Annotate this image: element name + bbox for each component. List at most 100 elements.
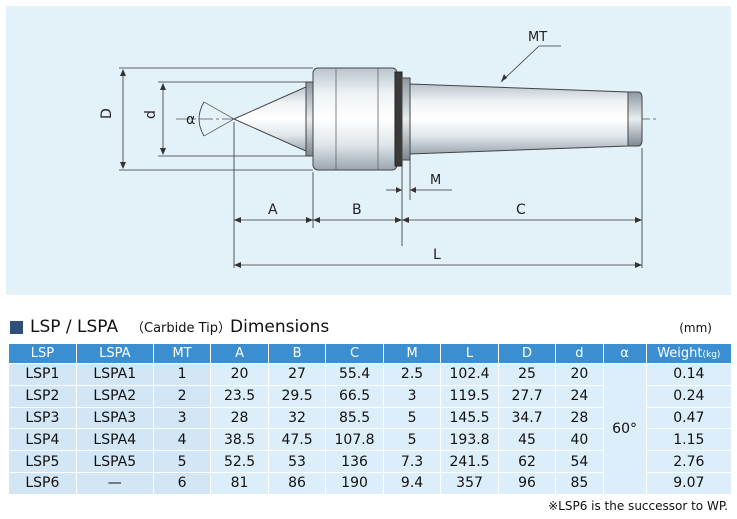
label-d-outer: D [99, 108, 115, 119]
cell-m: 2.5 [382, 363, 442, 386]
cell-lspa: — [75, 471, 154, 495]
shank-end [627, 91, 643, 147]
cell-d-outer: 34.7 [497, 406, 557, 430]
header-lsp: LSP [8, 343, 77, 364]
footnote: ※LSP6 is the successor to WP. [548, 499, 728, 513]
section-header: LSP / LSPA （Carbide Tip） Dimensions (mm) [8, 317, 730, 339]
cell-lsp: LSP1 [8, 363, 77, 386]
cell-c: 55.4 [325, 363, 384, 386]
header-a: A [210, 343, 269, 364]
cell-d-inner: 85 [555, 471, 604, 495]
header-lspa: LSPA [75, 343, 154, 364]
cell-a: 52.5 [210, 450, 269, 473]
cell-d-outer: 45 [497, 428, 557, 452]
header-weight: Weight(kg) [645, 343, 733, 364]
header-c: C [325, 343, 384, 364]
cell-c: 66.5 [325, 384, 384, 408]
cell-d-inner: 54 [555, 450, 604, 473]
header-weight-unit: (kg) [702, 350, 721, 360]
cell-lspa: LSPA4 [75, 428, 154, 452]
cell-m: 5 [382, 406, 442, 430]
section-title-rest: Dimensions [230, 317, 330, 337]
label-m: M [430, 173, 441, 188]
cell-d-inner: 28 [555, 406, 604, 430]
cell-mt: 2 [152, 384, 212, 408]
cell-mt: 4 [152, 428, 212, 452]
label-d-inner: d [143, 110, 159, 119]
cell-a: 81 [210, 471, 269, 495]
cell-weight: 0.47 [645, 406, 733, 430]
cell-b: 32 [267, 406, 327, 430]
cone-tip [232, 85, 309, 153]
header-m: M [382, 343, 442, 364]
taper-shank [409, 83, 629, 155]
cell-a: 38.5 [210, 428, 269, 452]
cell-alpha: 60° [602, 363, 647, 495]
section-title-main: LSP / LSPA [30, 317, 119, 337]
header-d-outer: D [497, 343, 557, 364]
cell-lsp: LSP3 [8, 406, 77, 430]
cell-lspa: LSPA1 [75, 363, 154, 386]
cell-b: 47.5 [267, 428, 327, 452]
dimensions-table: LSP LSPA MT A B C M L D d α Weight(kg) L… [8, 343, 733, 495]
cell-b: 53 [267, 450, 327, 473]
cell-weight: 2.76 [645, 450, 733, 473]
label-c: C [516, 202, 526, 218]
cell-l: 193.8 [440, 428, 499, 452]
cell-mt: 1 [152, 363, 212, 386]
cell-d-inner: 24 [555, 384, 604, 408]
cell-a: 28 [210, 406, 269, 430]
header-alpha: α [602, 343, 647, 364]
cell-l: 241.5 [440, 450, 499, 473]
cell-lsp: LSP5 [8, 450, 77, 473]
cell-d-inner: 40 [555, 428, 604, 452]
header-mt: MT [152, 343, 212, 364]
cell-l: 102.4 [440, 363, 499, 386]
cell-d-inner: 20 [555, 363, 604, 386]
cell-mt: 5 [152, 450, 212, 473]
table-row: LSP6 — 6 81 86 190 9.4 357 96 85 9.07 [8, 471, 733, 495]
cell-weight: 9.07 [645, 471, 733, 495]
cell-l: 119.5 [440, 384, 499, 408]
cell-d-outer: 62 [497, 450, 557, 473]
cell-weight: 0.24 [645, 384, 733, 408]
label-b: B [352, 202, 362, 218]
table-row: LSP1 LSPA1 1 20 27 55.4 2.5 102.4 25 20 … [8, 363, 733, 495]
label-alpha: α [186, 112, 195, 128]
header-weight-label: Weight [657, 346, 703, 361]
cell-l: 357 [440, 471, 499, 495]
cell-m: 7.3 [382, 450, 442, 473]
seal-ring [394, 71, 403, 167]
unit-label: (mm) [679, 321, 712, 335]
cell-m: 5 [382, 428, 442, 452]
live-center-drawing: D d α MT M A B C [99, 30, 656, 268]
cell-c: 190 [325, 471, 384, 495]
cell-b: 27 [267, 363, 327, 386]
cell-weight: 1.15 [645, 428, 733, 452]
label-a: A [268, 202, 278, 218]
cell-l: 145.5 [440, 406, 499, 430]
cell-mt: 3 [152, 406, 212, 430]
cell-d-outer: 25 [497, 363, 557, 386]
header-d-inner: d [555, 343, 604, 364]
section-title-sub: （Carbide Tip） [131, 321, 232, 336]
cell-mt: 6 [152, 471, 212, 495]
title-bullet-square [10, 321, 23, 334]
table-row: LSP4 LSPA4 4 38.5 47.5 107.8 5 193.8 45 … [8, 428, 733, 452]
cell-c: 136 [325, 450, 384, 473]
bearing-body [312, 67, 398, 171]
cell-c: 107.8 [325, 428, 384, 452]
cell-b: 29.5 [267, 384, 327, 408]
label-l: L [433, 247, 441, 263]
cell-lspa: LSPA5 [75, 450, 154, 473]
drawing-panel: D d α MT M A B C [6, 6, 731, 295]
label-mt: MT [528, 30, 547, 45]
header-b: B [267, 343, 327, 364]
cell-lsp: LSP4 [8, 428, 77, 452]
cell-c: 85.5 [325, 406, 384, 430]
table-row: LSP2 LSPA2 2 23.5 29.5 66.5 3 119.5 27.7… [8, 384, 733, 408]
cell-lsp: LSP2 [8, 384, 77, 408]
cell-a: 23.5 [210, 384, 269, 408]
cell-d-outer: 27.7 [497, 384, 557, 408]
table-header-row: LSP LSPA MT A B C M L D d α Weight(kg) [8, 343, 733, 364]
